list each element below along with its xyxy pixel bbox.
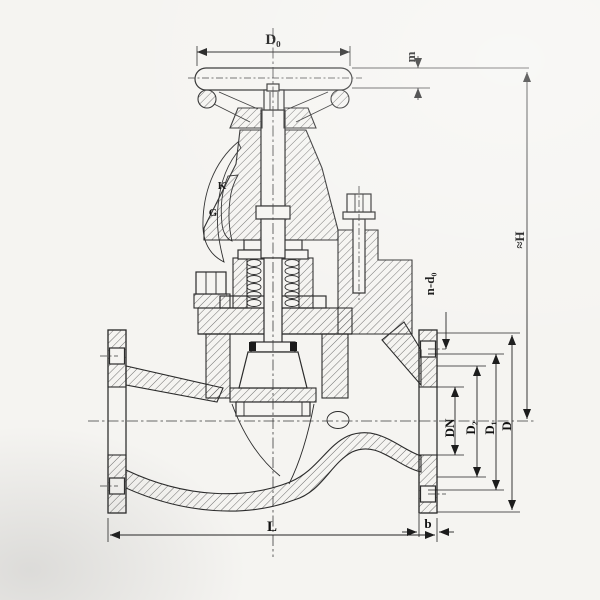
seat-bridge-right bbox=[288, 403, 315, 485]
label-flange-thickness: b bbox=[424, 516, 431, 531]
hub-left bbox=[229, 107, 263, 129]
label-bolt-circle: D₁ bbox=[482, 421, 497, 434]
neck-right-wall bbox=[321, 333, 349, 399]
disc-seal-right bbox=[290, 342, 297, 351]
right-flange bbox=[418, 329, 438, 514]
label-flange-od: D bbox=[499, 421, 514, 430]
label-rim-height: m bbox=[403, 51, 418, 62]
disc-seal-left bbox=[249, 342, 256, 351]
dimensions bbox=[107, 46, 531, 542]
nut-pad bbox=[193, 293, 231, 309]
handwheel bbox=[194, 67, 353, 129]
yoke-right bbox=[284, 129, 339, 241]
core-hole bbox=[326, 411, 350, 429]
centerlines bbox=[88, 28, 534, 557]
label-seal-face-diameter: D₂ bbox=[463, 421, 478, 434]
label-yoke-mark-upper: K bbox=[218, 180, 227, 192]
label-nominal-diameter: DN bbox=[442, 418, 457, 437]
neck-left-wall bbox=[205, 333, 231, 399]
bonnet-nut bbox=[195, 271, 227, 295]
label-bolt-holes: n-d₀ bbox=[422, 273, 437, 296]
stuffing-box-left bbox=[232, 257, 248, 309]
label-overall-height: ≈H bbox=[512, 231, 527, 248]
indicator-arm bbox=[202, 141, 242, 263]
rim-section-left bbox=[197, 89, 217, 109]
bonnet bbox=[193, 129, 413, 335]
label-handwheel-diameter: D₀ bbox=[265, 32, 281, 48]
rim-section-right bbox=[330, 89, 350, 109]
stuffing-box-right bbox=[298, 257, 314, 309]
label-yoke-mark-lower: G bbox=[209, 207, 218, 219]
hub-right bbox=[283, 107, 317, 129]
label-face-to-face: L bbox=[267, 519, 277, 535]
indicator-arm-slot bbox=[220, 174, 239, 242]
upper-left-wall bbox=[125, 365, 224, 403]
left-flange bbox=[107, 329, 127, 514]
bottom-wall bbox=[125, 432, 422, 512]
labels: D₀ m ≈H n-d₀ DN D₂ D₁ D L b K G bbox=[209, 32, 527, 535]
valve-body bbox=[107, 321, 438, 514]
stem-nut bbox=[263, 89, 285, 111]
